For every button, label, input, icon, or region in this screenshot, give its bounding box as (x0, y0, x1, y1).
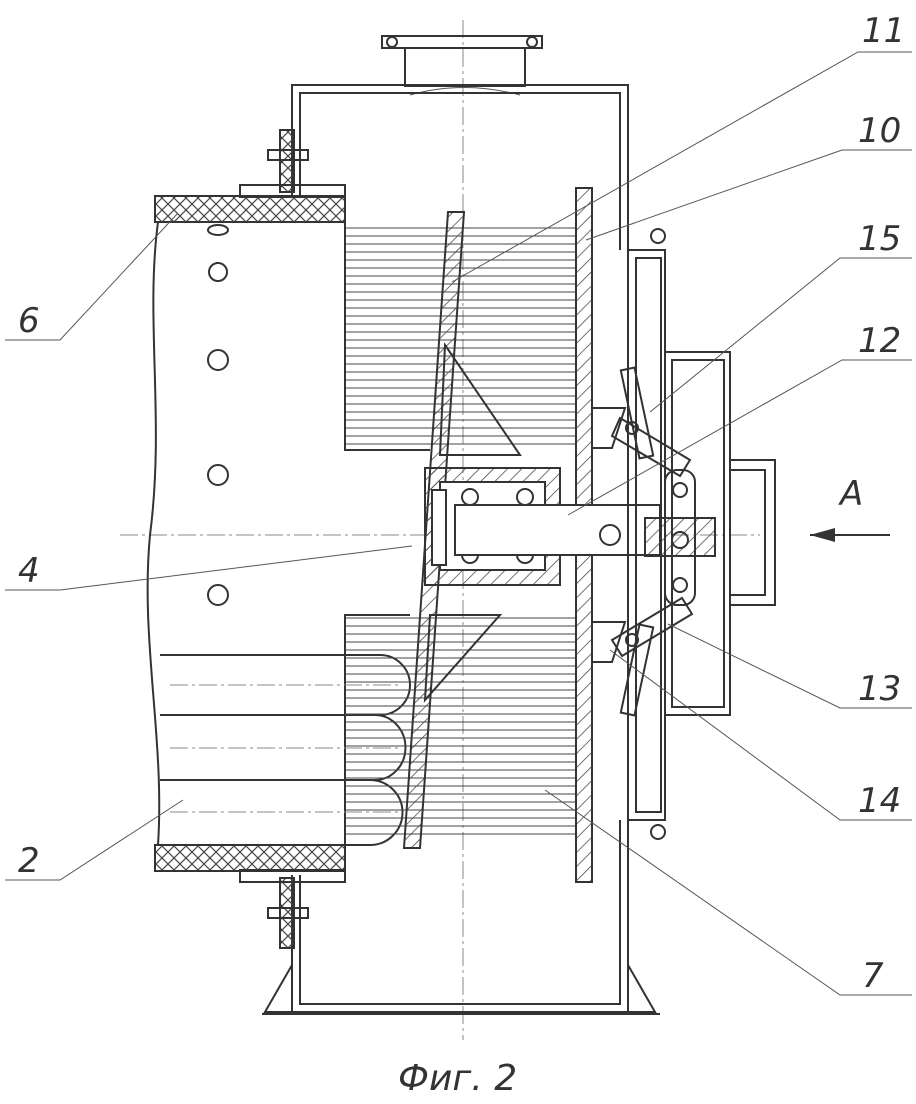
view-label-a: A (838, 474, 863, 514)
label-15: 15 (858, 219, 901, 259)
label-12: 12 (858, 321, 901, 361)
label-13: 13 (858, 669, 901, 709)
figure-caption: Фиг. 2 (398, 1058, 517, 1099)
view-arrow-a: A (810, 474, 890, 542)
top-nozzle (382, 36, 542, 95)
left-flanges (268, 130, 308, 948)
label-6: 6 (18, 301, 40, 341)
screw-holes (208, 225, 228, 605)
tubes (160, 655, 410, 845)
label-11: 11 (862, 11, 905, 51)
label-2: 2 (18, 841, 40, 881)
label-10: 10 (858, 111, 901, 151)
label-4: 4 (18, 551, 40, 591)
label-7: 7 (862, 956, 884, 996)
label-14: 14 (858, 781, 901, 821)
